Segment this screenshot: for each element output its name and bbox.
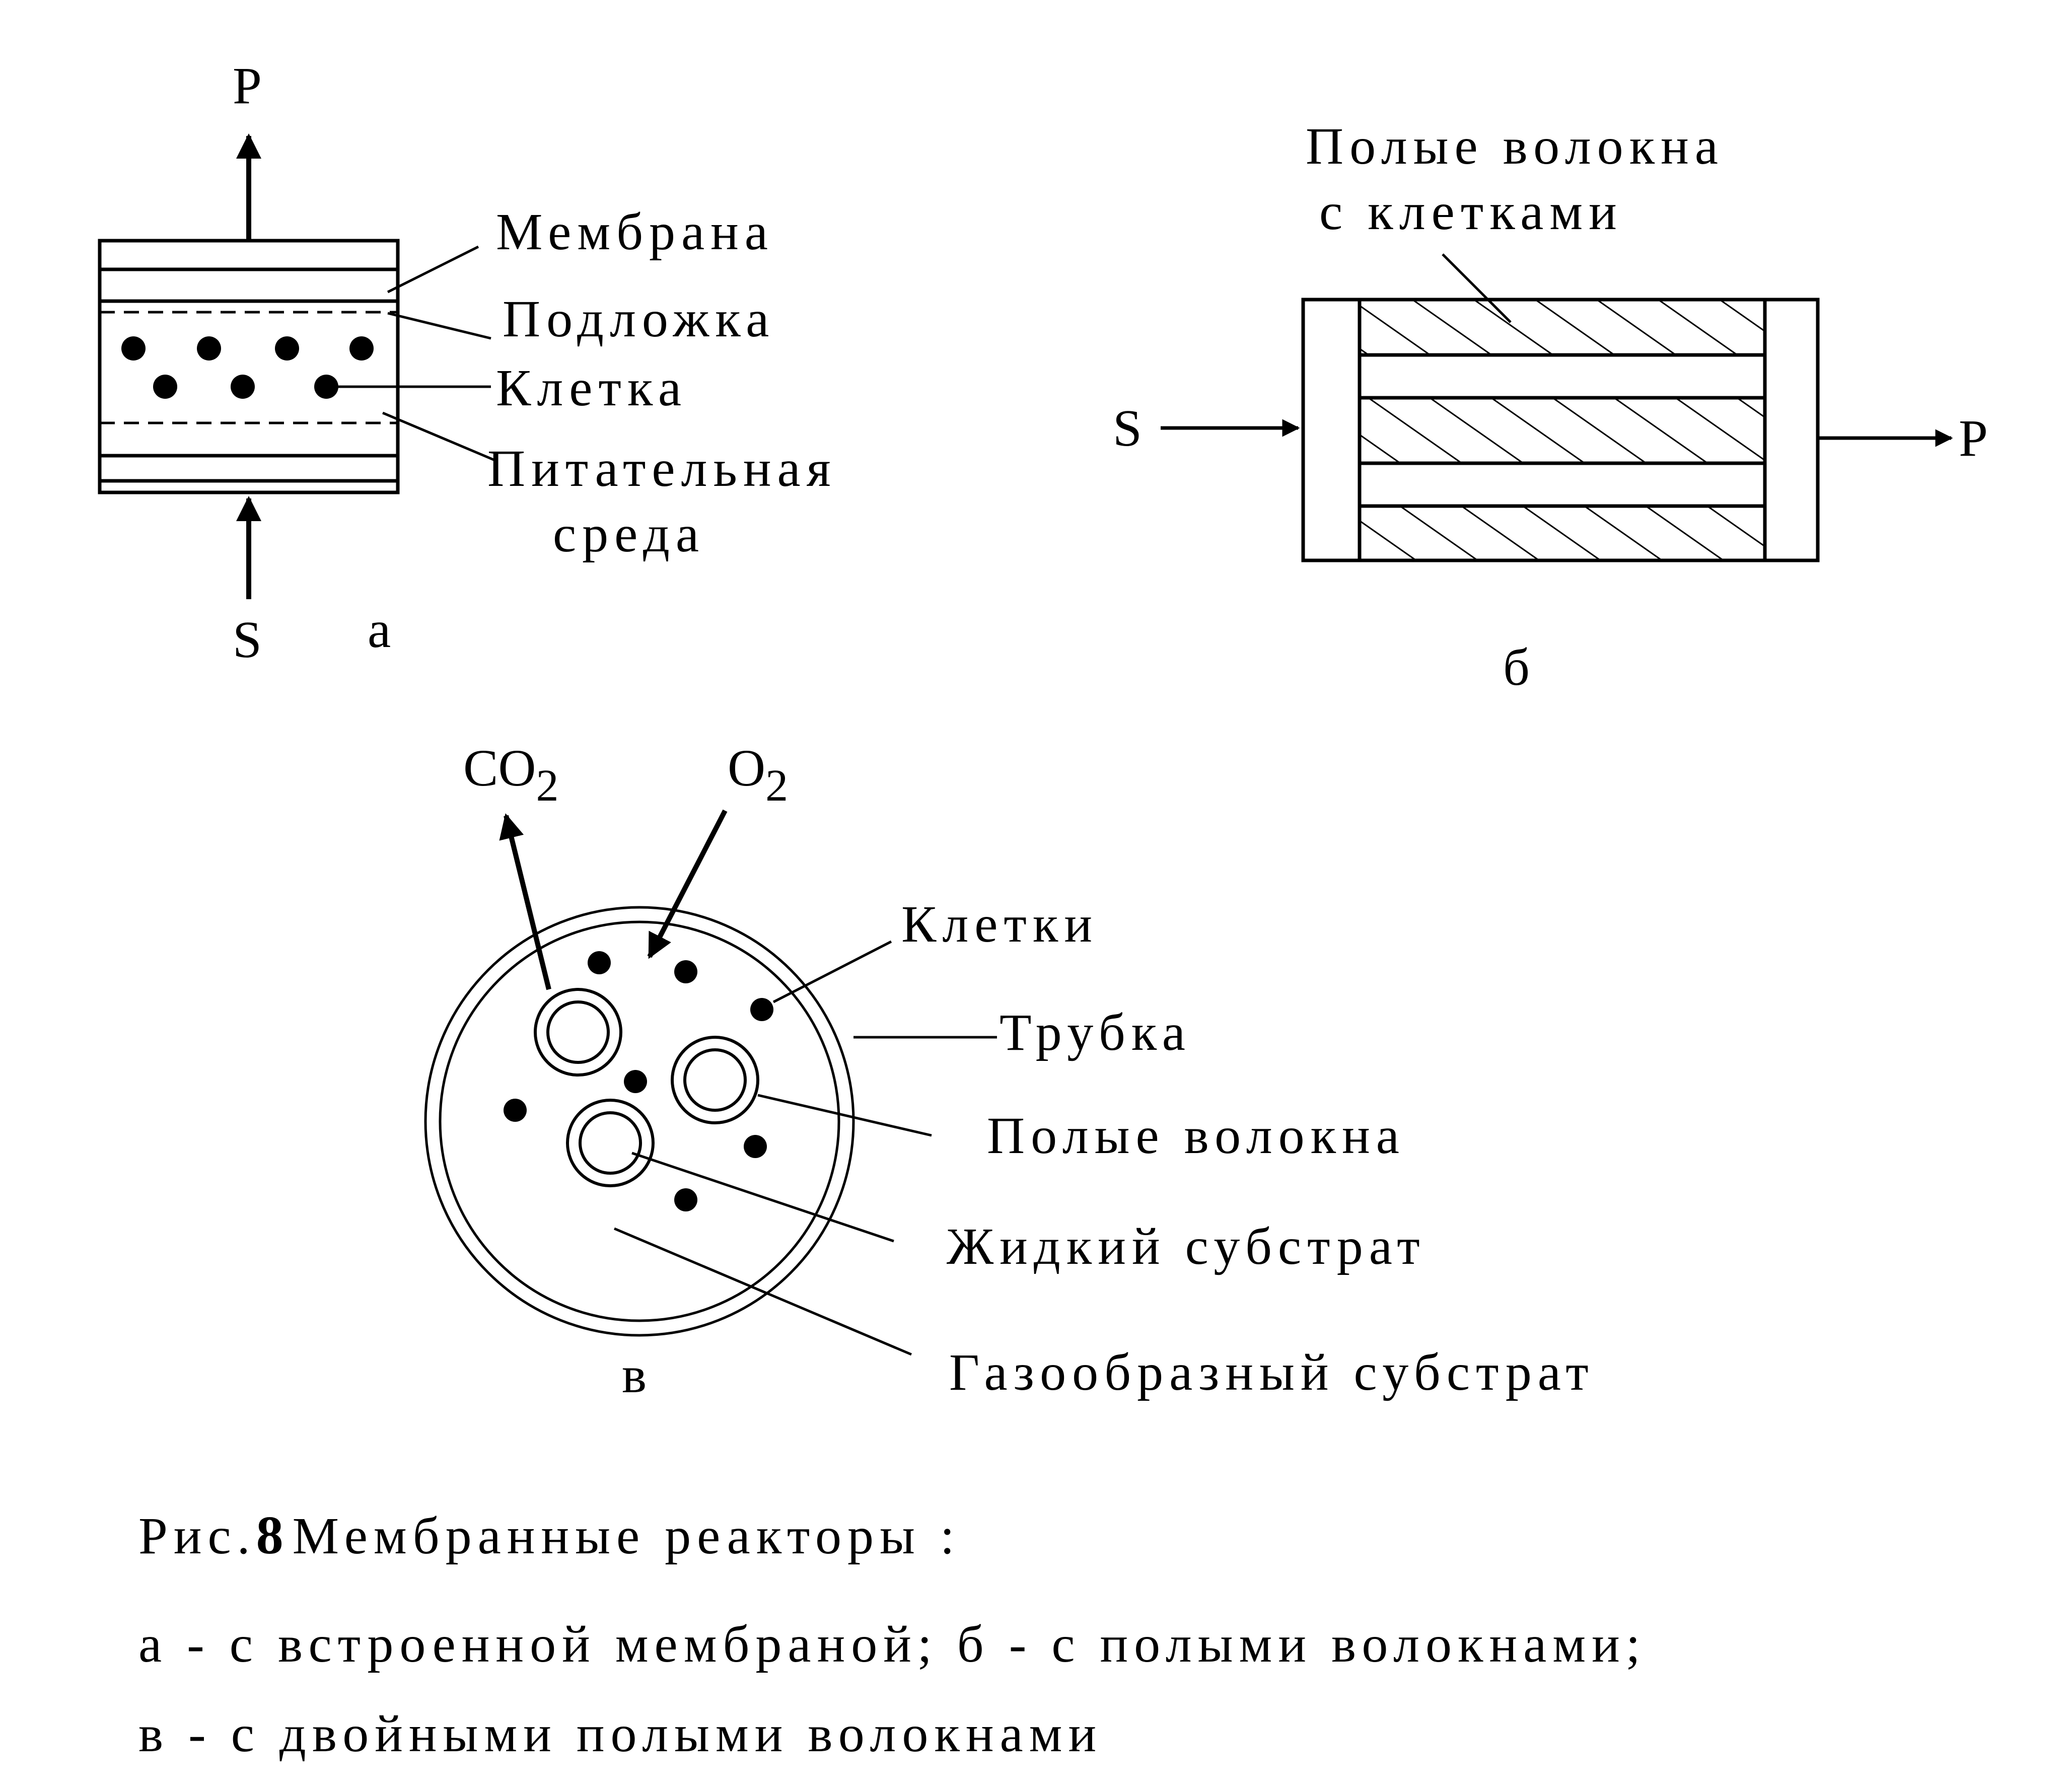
liquid-substrate-label: Жидкий субстрат xyxy=(947,1217,1426,1275)
cells-a xyxy=(121,336,374,399)
fiber-outer xyxy=(671,1036,759,1124)
fiber-inner xyxy=(546,1000,610,1064)
fibers-label-line2: с клетками xyxy=(1319,183,1623,241)
medium-label-line1: Питательная xyxy=(487,440,837,497)
product-label-b: P xyxy=(1959,409,1988,467)
cell-dot xyxy=(314,375,338,399)
cell-dot xyxy=(674,1188,697,1211)
co2-arrow xyxy=(499,813,551,990)
cell-dot xyxy=(674,960,697,983)
cell-dot xyxy=(153,375,177,399)
membrane-label: Мембрана xyxy=(496,203,774,261)
co2-label: CO2 xyxy=(463,739,558,811)
cell-dot xyxy=(624,1070,647,1093)
substrate-label-b: S xyxy=(1113,399,1142,457)
leaders-c xyxy=(614,940,997,1356)
gas-substrate-label: Газообразный субстрат xyxy=(949,1343,1595,1401)
cell-dot xyxy=(349,336,374,361)
caption-line2: а - с встроенной мембраной; б - с полыми… xyxy=(138,1615,1647,1673)
panel-b: S P Полые волокна с клетками б xyxy=(1113,117,1988,696)
cells-c xyxy=(504,951,773,1211)
panel-b-letter: б xyxy=(1503,638,1530,696)
cell-dot xyxy=(588,951,611,974)
reactor-b-body xyxy=(1301,298,1820,562)
o2-label: O2 xyxy=(728,739,788,811)
cell-dot xyxy=(121,336,146,361)
hollow-fibers-label: Полые волокна xyxy=(987,1107,1405,1165)
fiber-outer xyxy=(566,1099,655,1187)
reactor-a-body xyxy=(98,239,400,494)
panel-a-letter: а xyxy=(368,601,391,659)
tube-inner xyxy=(439,920,840,1322)
caption-title: Мембранные реакторы : xyxy=(293,1507,961,1565)
panel-c-letter: в xyxy=(622,1346,647,1404)
fibers-label-line1: Полые волокна xyxy=(1306,117,1724,175)
tube-label: Трубка xyxy=(1000,1003,1191,1061)
support-dashed-lines xyxy=(100,311,398,424)
leaders-a xyxy=(330,245,496,462)
cell-dot xyxy=(197,336,221,361)
cell-dot xyxy=(750,998,773,1021)
cell-dot xyxy=(275,336,299,361)
o2-arrow xyxy=(647,809,728,959)
caption-prefix: Рис. xyxy=(138,1507,256,1565)
hollow-fiber-hatches xyxy=(1360,300,1765,560)
cell-dot xyxy=(231,375,255,399)
caption-line3: в - с двойными полыми волокнами xyxy=(138,1705,1102,1763)
cell-dot xyxy=(504,1099,527,1122)
support-label: Подложка xyxy=(503,290,775,348)
caption-number: 8 xyxy=(256,1506,283,1565)
cells-label: Клетки xyxy=(901,895,1098,953)
fiber-outer xyxy=(534,988,622,1077)
cell-label: Клетка xyxy=(496,359,687,417)
product-label-a: P xyxy=(233,57,262,115)
panel-c: CO2 O2 Клетки Трубка Полые волокна Жидки… xyxy=(424,739,1595,1404)
panel-a: P S а Мембрана Подложка Клетка Питательн… xyxy=(98,57,837,669)
tube-outer xyxy=(424,906,855,1337)
fiber-inner xyxy=(683,1048,747,1112)
cell-dot xyxy=(744,1135,767,1158)
medium-label-line2: среда xyxy=(553,505,705,563)
fiber-inner xyxy=(579,1111,642,1175)
fibers-leader xyxy=(1442,253,1512,323)
double-hollow-fibers xyxy=(534,988,759,1187)
substrate-label-a: S xyxy=(233,611,262,669)
